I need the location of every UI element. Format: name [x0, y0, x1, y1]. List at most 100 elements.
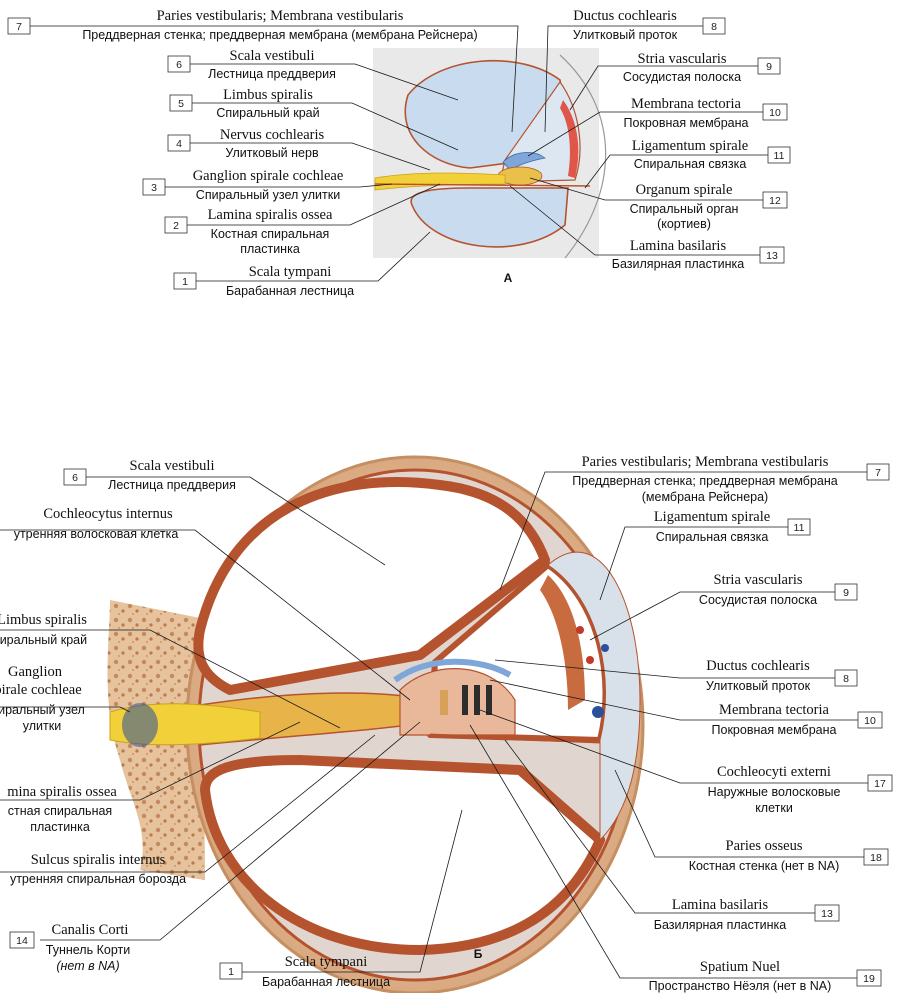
figure-b-vessel-4	[586, 656, 594, 664]
label-b-7-number: 7	[875, 467, 881, 479]
label-b-ganglion-russian: ниральный узел	[0, 703, 85, 717]
label-a-8-russian: Улитковый проток	[573, 28, 678, 42]
label-a-6-latin: Scala vestibuli	[230, 48, 315, 64]
label-b-19-number: 19	[863, 973, 875, 985]
label-b-9-number: 9	[843, 587, 849, 599]
label-b-17-russian: Наружные волосковые	[708, 785, 841, 799]
label-b-6-latin: Scala vestibuli	[130, 458, 215, 474]
label-b-6-russian: Лестница преддверия	[108, 478, 236, 492]
label-a-11-russian: Спиральная связка	[634, 157, 747, 171]
label-a-2-latin: Lamina spiralis ossea	[208, 207, 333, 223]
label-a-4-russian: Улитковый нерв	[225, 146, 319, 160]
label-b-limbus-russian: пиральный край	[0, 633, 87, 647]
label-b-19-russian: Пространство Нёэля (нет в NA)	[649, 979, 832, 993]
label-b-19-latin: Spatium Nuel	[700, 959, 780, 975]
label-a-11-number: 11	[774, 150, 785, 162]
label-a-1-number: 1	[182, 276, 188, 288]
label-b-lamina-ossea-russian: стная спиральная	[8, 804, 112, 818]
label-b-limbus-latin: Limbus spiralis	[0, 612, 87, 628]
label-b-11-latin: Ligamentum spirale	[654, 509, 770, 525]
figure-b-vessel-2	[601, 644, 609, 652]
label-a-7-latin: Paries vestibularis; Membrana vestibular…	[157, 8, 404, 24]
label-a-12-russian: Спиральный орган	[630, 202, 739, 216]
label-b-cochleocytus-internus-latin: Cochleocytus internus	[43, 506, 173, 522]
label-b-1-number: 1	[228, 966, 234, 978]
label-a-8-number: 8	[711, 21, 717, 33]
label-b-18-latin: Paries osseus	[726, 838, 803, 854]
label-b-ganglion-latin-line2: pirale cochleae	[0, 682, 82, 698]
label-a-10-russian: Покровная мембрана	[624, 116, 749, 130]
label-b-14-russian-line2: (нет в NA)	[56, 959, 119, 973]
label-b-7-russian-line2: (мембрана Рейснера)	[642, 490, 768, 504]
label-b-lamina-ossea-russian-line2: пластинка	[30, 820, 90, 834]
label-a-8-latin: Ductus cochlearis	[573, 8, 677, 24]
label-b-10-russian: Покровная мембрана	[712, 723, 837, 737]
label-b-14-number: 14	[16, 935, 28, 947]
label-b-18-number: 18	[870, 852, 882, 864]
label-b-cochleocytus-internus-russian: утренняя волосковая клетка	[14, 527, 179, 541]
label-b-6-number: 6	[72, 472, 78, 484]
label-a-5-number: 5	[178, 98, 184, 110]
label-a-12-russian-line2: (кортиев)	[657, 217, 711, 231]
label-b-ganglion-latin: Ganglion	[8, 664, 63, 680]
label-a-3-latin: Ganglion spirale cochleae	[193, 168, 344, 184]
figure-b-outer-hair-cell-3	[486, 685, 492, 715]
label-b-11-number: 11	[794, 522, 805, 534]
label-a-12-latin: Organum spirale	[636, 182, 733, 198]
figure-b-outer-hair-cell-1	[462, 685, 468, 715]
label-b-9-latin: Stria vascularis	[714, 572, 803, 588]
figure-b-vessel-3	[592, 706, 604, 718]
label-b-10-latin: Membrana tectoria	[719, 702, 829, 718]
label-b-sulcus-latin: Sulcus spiralis internus	[31, 852, 166, 868]
label-a-7-russian: Преддверная стенка; преддверная мембрана…	[82, 28, 477, 42]
figure-b-vessel-1	[576, 626, 584, 634]
label-a-7-number: 7	[16, 21, 22, 33]
label-b-ganglion-russian-line2: улитки	[23, 719, 61, 733]
label-a-5-russian: Спиральный край	[216, 106, 319, 120]
label-b-1-latin: Scala tympani	[285, 954, 368, 970]
label-a-10-latin: Membrana tectoria	[631, 96, 741, 112]
label-a-9-russian: Сосудистая полоска	[623, 70, 741, 84]
figure-a-part-label: А	[504, 271, 513, 285]
label-a-2-russian-line2: пластинка	[240, 242, 300, 256]
label-b-14-latin: Canalis Corti	[52, 922, 129, 938]
leader-a-3	[165, 184, 392, 187]
label-a-2-russian: Костная спиральная	[211, 227, 330, 241]
label-a-4-latin: Nervus cochlearis	[220, 127, 325, 143]
figure-b-part-label: Б	[474, 947, 483, 961]
label-a-1-russian: Барабанная лестница	[226, 284, 354, 298]
label-a-3-number: 3	[151, 182, 157, 194]
label-a-1-latin: Scala tympani	[249, 264, 332, 280]
figure-b-outer-hair-cell-2	[474, 685, 480, 715]
label-a-2-number: 2	[173, 220, 179, 232]
label-b-14-russian: Туннель Корти	[46, 943, 130, 957]
label-b-8-latin: Ductus cochlearis	[706, 658, 810, 674]
label-b-17-latin: Cochleocyti externi	[717, 764, 831, 780]
label-b-18-russian: Костная стенка (нет в NA)	[689, 859, 840, 873]
label-b-8-number: 8	[843, 673, 849, 685]
label-b-17-number: 17	[874, 778, 886, 790]
label-b-11-russian: Спиральная связка	[656, 530, 769, 544]
label-b-9-russian: Сосудистая полоска	[699, 593, 817, 607]
label-b-13-number: 13	[821, 908, 833, 920]
figure-b-ganglion	[122, 703, 158, 747]
label-b-7-russian: Преддверная стенка; преддверная мембрана	[572, 474, 837, 488]
label-b-lamina-ossea-latin: mina spiralis ossea	[7, 784, 117, 800]
label-b-8-russian: Улитковый проток	[706, 679, 811, 693]
label-a-6-number: 6	[176, 59, 182, 71]
label-a-5-latin: Limbus spiralis	[223, 87, 313, 103]
label-b-13-latin: Lamina basilaris	[672, 897, 769, 913]
label-a-10-number: 10	[769, 107, 781, 119]
label-a-11-latin: Ligamentum spirale	[632, 138, 748, 154]
label-a-13-russian: Базилярная пластинка	[612, 257, 744, 271]
label-b-17-russian-line2: клетки	[755, 801, 793, 815]
label-a-13-latin: Lamina basilaris	[630, 238, 727, 254]
label-b-1-russian: Барабанная лестница	[262, 975, 390, 989]
label-a-9-latin: Stria vascularis	[638, 51, 727, 67]
label-a-3-russian: Спиральный узел улитки	[196, 188, 340, 202]
label-a-13-number: 13	[766, 250, 778, 262]
label-a-6-russian: Лестница преддверия	[208, 67, 336, 81]
label-b-10-number: 10	[864, 715, 876, 727]
label-b-7-latin: Paries vestibularis; Membrana vestibular…	[582, 454, 829, 470]
